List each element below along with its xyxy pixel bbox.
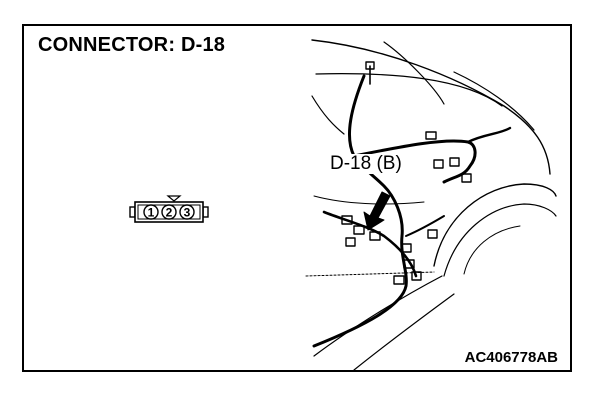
pin-1-label: 1 bbox=[148, 206, 155, 220]
connector-face: 1 2 3 bbox=[129, 195, 209, 223]
pin-3-label: 3 bbox=[184, 206, 191, 220]
diagram-frame: CONNECTOR: D-18 bbox=[22, 24, 572, 372]
pin-2-label: 2 bbox=[166, 206, 173, 220]
bold-arrow-icon bbox=[363, 191, 391, 231]
diagram-title: CONNECTOR: D-18 bbox=[38, 34, 226, 56]
document-code: AC406778AB bbox=[464, 349, 558, 366]
connector-callout: D-18 (B) bbox=[329, 153, 403, 174]
vehicle-artwork: 1 2 3 bbox=[129, 39, 557, 370]
